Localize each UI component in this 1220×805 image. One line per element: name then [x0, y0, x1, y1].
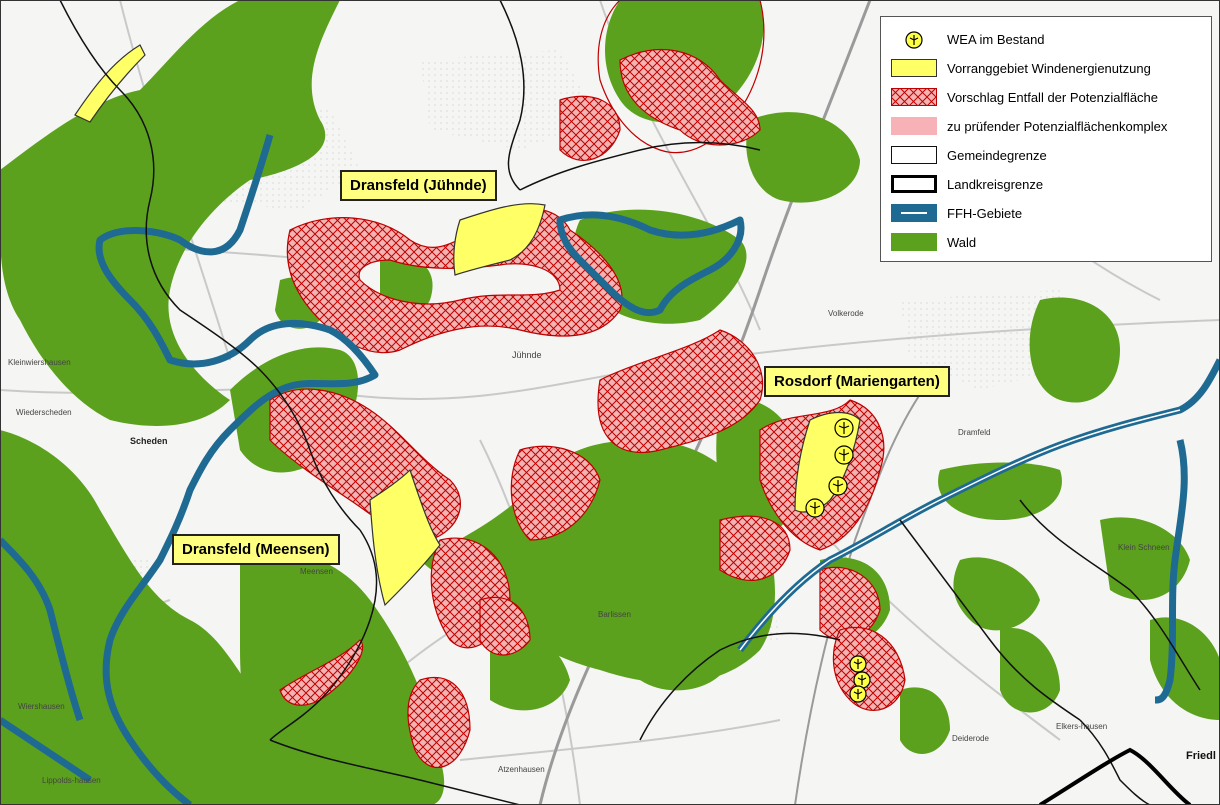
- map-legend: WEA im Bestand Vorranggebiet Windenergie…: [880, 16, 1212, 262]
- place-meensen: Meensen: [300, 567, 333, 576]
- legend-item-vorrang: Vorranggebiet Windenergienutzung: [891, 58, 1151, 78]
- ffh-swatch: [891, 204, 937, 222]
- legend-label-landkreis: Landkreisgrenze: [947, 176, 1044, 192]
- place-wiederscheden: Wiederscheden: [16, 408, 72, 417]
- legend-item-gemeinde: Gemeindegrenze: [891, 145, 1047, 165]
- legend-label-gemeinde: Gemeindegrenze: [947, 147, 1047, 163]
- legend-label-entfall: Vorschlag Entfall der Potenzialfläche: [947, 89, 1159, 105]
- legend-item-landkreis: Landkreisgrenze: [891, 174, 1043, 194]
- wea-symbols: [805, 418, 871, 703]
- legend-label-wald: Wald: [947, 234, 977, 250]
- legend-label-ffh: FFH-Gebiete: [947, 205, 1023, 221]
- legend-item-entfall: Vorschlag Entfall der Potenzialfläche: [891, 87, 1158, 107]
- legend-item-wea: WEA im Bestand: [891, 29, 1045, 49]
- place-dramfeld: Dramfeld: [958, 428, 991, 437]
- gemeinde-borders: [59, 0, 1201, 805]
- label-dransfeld-juehnde: Dransfeld (Jühnde): [340, 170, 497, 201]
- vorrang-areas: [74, 44, 861, 607]
- pruefen-swatch: [891, 117, 937, 135]
- label-dransfeld-meensen: Dransfeld (Meensen): [172, 534, 340, 565]
- legend-label-vorrang: Vorranggebiet Windenergienutzung: [947, 60, 1151, 76]
- legend-label-pruefen: zu prüfender Potenzialflächenkomplex: [947, 118, 1168, 134]
- legend-item-ffh: FFH-Gebiete: [891, 203, 1022, 223]
- place-elkershausen: Elkers-hausen: [1056, 722, 1108, 731]
- place-barlissen: Barlissen: [598, 610, 631, 619]
- wind-turbine-icon: [891, 30, 937, 49]
- place-deiderode: Deiderode: [952, 734, 989, 743]
- place-scheden: Scheden: [130, 436, 168, 446]
- place-atzenhausen: Atzenhausen: [498, 765, 545, 774]
- legend-label-wea: WEA im Bestand: [947, 31, 1045, 47]
- place-volkerode: Volkerode: [828, 309, 864, 318]
- place-juehnde: Jühnde: [512, 350, 542, 360]
- entfall-swatch: [891, 88, 937, 106]
- gemeinde-swatch: [891, 146, 937, 164]
- wald-swatch: [891, 233, 937, 251]
- place-friedland: Friedl: [1186, 750, 1216, 762]
- place-lippoldshausen: Lippolds-hausen: [42, 776, 101, 785]
- vorrang-swatch: [891, 59, 937, 77]
- legend-item-wald: Wald: [891, 232, 976, 252]
- landkreis-border: [1038, 747, 1192, 805]
- place-klein-schneen: Klein Schneen: [1118, 543, 1170, 552]
- label-rosdorf-mariengarten: Rosdorf (Mariengarten): [764, 366, 950, 397]
- place-wiershausen: Wiershausen: [18, 702, 65, 711]
- landkreis-swatch: [891, 175, 937, 193]
- legend-item-pruefen: zu prüfender Potenzialflächenkomplex: [891, 116, 1167, 136]
- place-kleinwiershausen: Kleinwiershausen: [8, 358, 71, 367]
